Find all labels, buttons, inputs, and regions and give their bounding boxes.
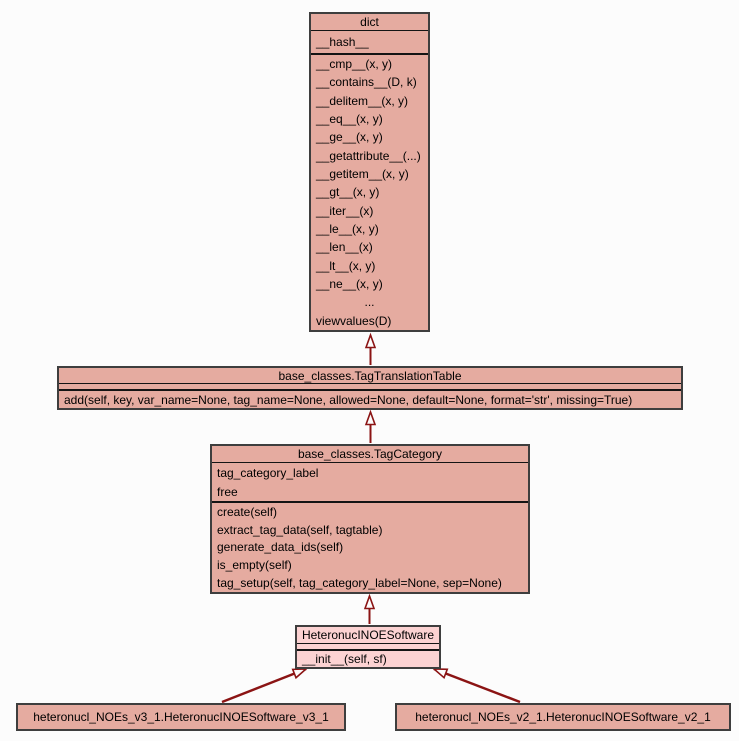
method-row: is_empty(self) (217, 558, 292, 573)
method-row: tag_setup(self, tag_category_label=None,… (217, 576, 502, 591)
class-box-dict[interactable]: dict __hash__ __cmp__(x, y) __contains__… (309, 12, 430, 332)
class-title: HeteronucINOESoftware (297, 627, 439, 644)
attributes-compartment: __hash__ (311, 31, 428, 53)
ellipsis-row: ... (364, 295, 375, 310)
method-row: __delitem__(x, y) (316, 93, 409, 108)
method-row: __len__(x) (316, 240, 373, 255)
class-box-heteronucinoesoftware-v2-1[interactable]: heteronucl_NOEs_v2_1.HeteronucINOESoftwa… (395, 703, 731, 731)
class-title: dict (311, 14, 428, 31)
method-row: __ne__(x, y) (316, 277, 383, 292)
class-box-heteronucinoesoftware-v3-1[interactable]: heteronucl_NOEs_v3_1.HeteronucINOESoftwa… (16, 703, 346, 731)
method-row: __contains__(D, k) (316, 75, 417, 90)
class-title: base_classes.TagTranslationTable (59, 368, 681, 384)
method-row: __getitem__(x, y) (316, 167, 409, 182)
method-row: add(self, key, var_name=None, tag_name=N… (64, 392, 633, 407)
class-title: heteronucl_NOEs_v2_1.HeteronucINOESoftwa… (415, 710, 711, 724)
method-row: __le__(x, y) (316, 222, 379, 237)
method-row: __iter__(x) (316, 203, 374, 218)
method-row: __cmp__(x, y) (316, 57, 393, 72)
methods-compartment: __init__(self, sf) (297, 649, 439, 667)
method-row: __eq__(x, y) (316, 112, 383, 127)
method-row: __gt__(x, y) (316, 185, 380, 200)
class-title: base_classes.TagCategory (212, 446, 528, 463)
inheritance-arrow-v3-to-heteronucinoesoftware (221, 667, 309, 704)
class-box-heteronucinoesoftware[interactable]: HeteronucINOESoftware __init__(self, sf) (295, 625, 441, 669)
methods-compartment: create(self) extract_tag_data(self, tagt… (212, 501, 528, 592)
method-row: __ge__(x, y) (316, 130, 383, 145)
inheritance-arrow-v2-to-heteronucinoesoftware (431, 667, 521, 704)
method-row: __getattribute__(...) (316, 148, 421, 163)
method-row: extract_tag_data(self, tagtable) (217, 522, 383, 537)
attribute-row: free (217, 484, 238, 499)
method-row: create(self) (217, 504, 278, 519)
methods-compartment: add(self, key, var_name=None, tag_name=N… (59, 389, 681, 408)
method-row: __init__(self, sf) (302, 652, 387, 666)
attribute-row: __hash__ (316, 35, 369, 49)
method-row: viewvalues(D) (316, 313, 392, 328)
class-title: heteronucl_NOEs_v3_1.HeteronucINOESoftwa… (33, 710, 329, 724)
attributes-compartment: tag_category_label free (212, 463, 528, 501)
methods-compartment: __cmp__(x, y) __contains__(D, k) __delit… (311, 53, 428, 330)
class-box-tagtranslationtable[interactable]: base_classes.TagTranslationTable add(sel… (57, 366, 683, 410)
method-row: generate_data_ids(self) (217, 540, 344, 555)
class-box-tagcategory[interactable]: base_classes.TagCategory tag_category_la… (210, 444, 530, 594)
attribute-row: tag_category_label (217, 465, 319, 480)
method-row: __lt__(x, y) (316, 258, 376, 273)
